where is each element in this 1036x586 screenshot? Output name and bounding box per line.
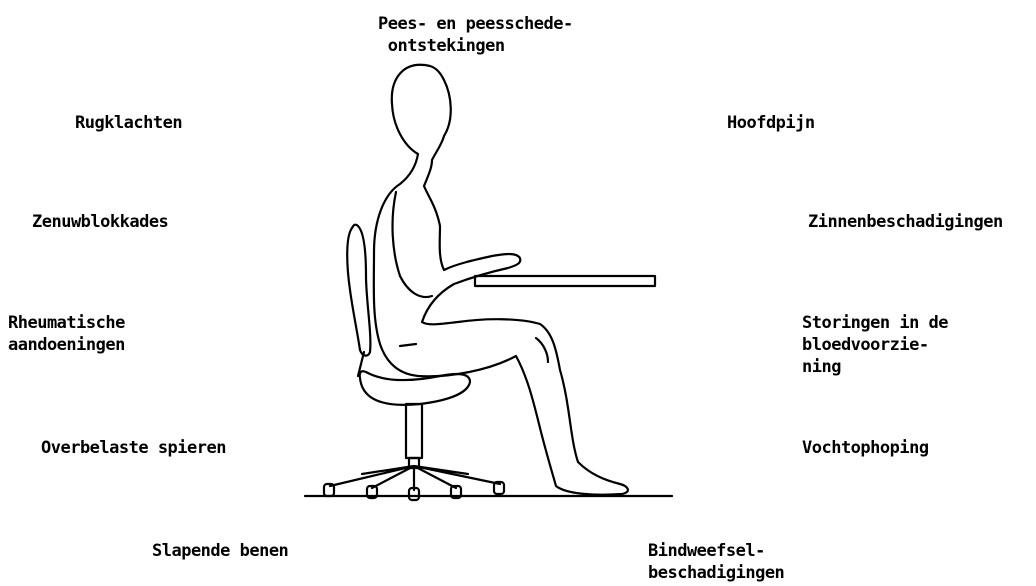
person-arm-line	[393, 192, 432, 297]
chair-column	[406, 404, 422, 458]
person-knee-line	[536, 338, 548, 362]
chair-base-legs	[330, 466, 500, 490]
person-hip-line	[400, 344, 416, 346]
person-body	[374, 65, 628, 495]
chair-backrest	[347, 225, 370, 356]
desk-top	[475, 276, 655, 286]
